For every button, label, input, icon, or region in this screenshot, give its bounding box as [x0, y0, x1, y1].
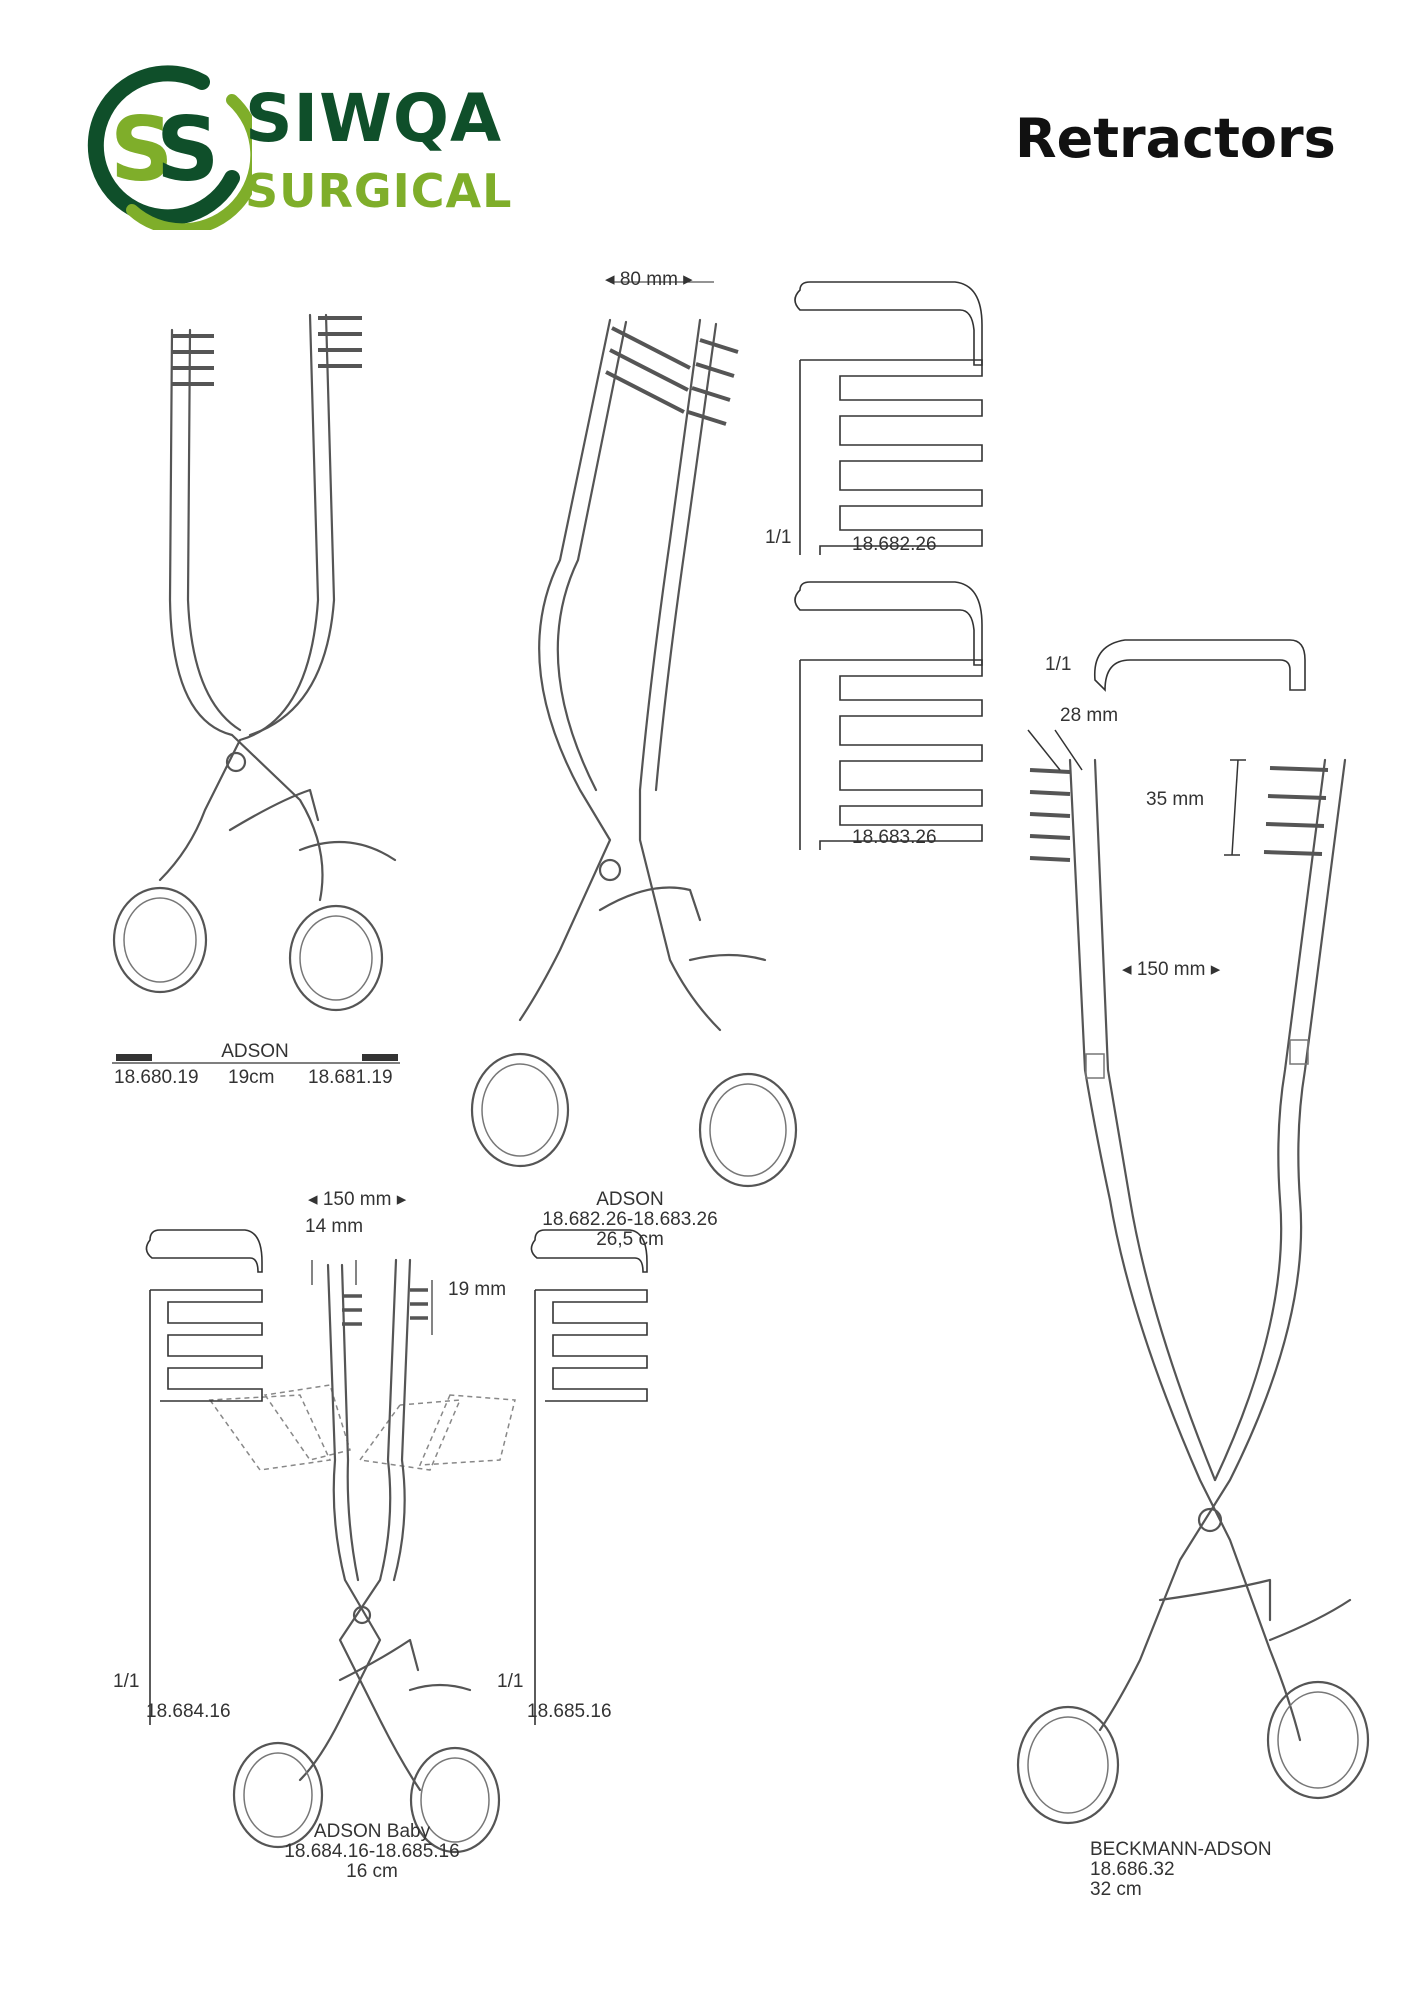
page-title: Retractors [1015, 107, 1336, 170]
adson-large-scale-a: 1/1 [765, 527, 792, 548]
ratchet-release-lever [298, 840, 397, 862]
ratchet-release-lever [408, 1683, 472, 1692]
finger-ring-right [1266, 1680, 1370, 1800]
dim-spread-arrow-left-icon: ◂ [308, 1189, 323, 1210]
pivot-screw-icon [225, 751, 247, 773]
pivot-screw-icon [352, 1605, 372, 1625]
beckmann-adson-retractor-illustration [1016, 729, 1370, 1825]
rake-teeth-right [410, 1288, 428, 1320]
ratchet-bar [228, 788, 320, 832]
beckmann-scale: 1/1 [1045, 654, 1072, 675]
finger-ring-right [409, 1746, 501, 1854]
adson-baby-dim-depth: 19 mm [448, 1279, 507, 1300]
finger-ring-left [470, 1052, 570, 1168]
beckmann-spread-arrow-right-icon: ▸ [1205, 959, 1221, 980]
detail-profile-beckmann [1094, 639, 1306, 692]
rake-teeth-left [1029, 768, 1071, 862]
ratchet-release-lever [1268, 1598, 1352, 1642]
adson-large-dim-width: 80 mm [619, 269, 678, 290]
detail-profile-18-683-26 [794, 581, 983, 850]
finger-ring-left [232, 1741, 324, 1849]
adson-baby-dim-spread: 150 mm [322, 1189, 392, 1210]
adson-baby-scale-a: 1/1 [113, 1671, 140, 1692]
adson-large-name: ADSON [596, 1189, 664, 1210]
svg-text:S: S [110, 98, 173, 201]
ratchet-bar [598, 886, 702, 922]
adson-baby-detail-a: 18.684.16 [146, 1701, 231, 1722]
brand-subtitle: SURGICAL [245, 164, 513, 218]
dim-width-arrow-right-icon: ▸ [677, 269, 693, 290]
svg-text:S: S [156, 98, 219, 201]
beckmann-name: BECKMANN-ADSON [1090, 1839, 1272, 1860]
adson-small-name: ADSON [221, 1041, 289, 1062]
beckmann-code: 18.686.32 [1090, 1859, 1175, 1880]
rake-teeth-left [172, 334, 214, 386]
adson-baby-codes: 18.684.16-18.685.16 [284, 1841, 460, 1862]
adson-large-detail-b: 18.683.26 [852, 827, 937, 848]
rake-teeth-right [1263, 766, 1329, 856]
finger-ring-right [698, 1072, 798, 1188]
ss-monogram-icon: S S [87, 65, 263, 236]
adson-small-code-right: 18.681.19 [308, 1067, 393, 1088]
dim-spread-arrow-right-icon: ▸ [391, 1189, 407, 1210]
ratchet-bar [338, 1638, 420, 1682]
hinge-left [1085, 1053, 1105, 1079]
rake-teeth-left [605, 326, 691, 414]
hinge-right [1289, 1039, 1309, 1065]
detail-profile-18-684-16 [145, 1229, 263, 1725]
pivot-screw-icon [1197, 1507, 1223, 1533]
adson-large-detail-a: 18.682.26 [852, 534, 937, 555]
beckmann-dim-width: 28 mm [1060, 705, 1119, 726]
dim-width-arrow-left-icon: ◂ [605, 269, 620, 290]
brand-logo: S S [82, 60, 502, 236]
adson-baby-scale-b: 1/1 [497, 1671, 524, 1692]
rake-teeth-left [342, 1294, 362, 1326]
pivot-screw-icon [598, 858, 622, 882]
finger-ring-left [112, 886, 208, 994]
rake-teeth-right [318, 316, 362, 368]
detail-profile-18-685-16 [530, 1229, 648, 1725]
adson-baby-name: ADSON Baby [313, 1821, 431, 1842]
adson-small-size: 19cm [228, 1067, 275, 1088]
adson-small-code-left: 18.680.19 [114, 1067, 199, 1088]
finger-ring-right [288, 904, 384, 1012]
rake-teeth-right [687, 338, 739, 426]
beckmann-dim-depth: 35 mm [1146, 789, 1205, 810]
beckmann-size: 32 cm [1090, 1879, 1142, 1900]
adson-large-size: 26,5 cm [596, 1229, 664, 1250]
brand-name: SIWQA [245, 80, 503, 157]
detail-profile-18-682-26 [794, 281, 983, 555]
adson-baby-dim-width: 14 mm [305, 1216, 364, 1237]
beckmann-spread-arrow-left-icon: ◂ [1122, 959, 1137, 980]
finger-ring-left [1016, 1705, 1120, 1825]
ratchet-bar [1158, 1578, 1272, 1622]
adson-large-retractor-illustration [470, 318, 798, 1188]
beckmann-dim-spread: 150 mm [1136, 959, 1206, 980]
adson-baby-size: 16 cm [346, 1861, 398, 1882]
adson-baby-retractor-illustration [208, 1258, 516, 1854]
adson-small-retractor-illustration [112, 313, 400, 1064]
adson-baby-detail-b: 18.685.16 [527, 1701, 612, 1722]
adson-large-codes: 18.682.26-18.683.26 [542, 1209, 718, 1230]
ratchet-release-lever [688, 953, 767, 962]
